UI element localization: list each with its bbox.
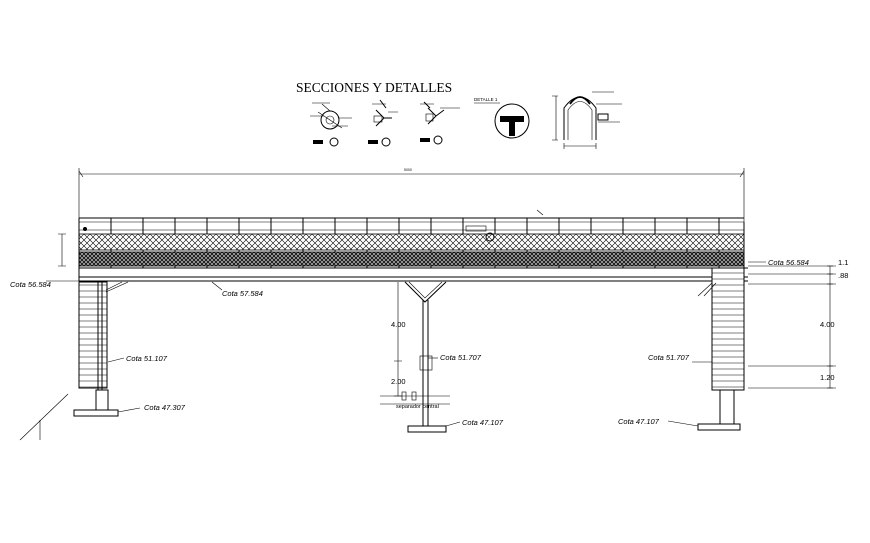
cota-mid-top: Cota 57.584 (222, 289, 263, 298)
detail-section-profile (552, 91, 622, 149)
detail-sketch-2 (368, 99, 398, 147)
center-support (380, 281, 450, 433)
right-pier (697, 267, 745, 431)
dim-right-3: 4.00 (820, 320, 835, 329)
dim-center-1: 4.00 (391, 320, 406, 329)
detail-sketch-3 (420, 101, 460, 145)
cota-left-bottom: Cota 47.307 (144, 403, 186, 412)
dim-right-4: 1.20 (820, 373, 835, 382)
cota-right-mid: Cota 51.707 (648, 353, 690, 362)
dim-right-1: 1.1 (838, 258, 848, 267)
right-dimension-chain: 1.1 .88 4.00 1.20 (748, 258, 848, 389)
cota-center-bottom: Cota 47.107 (462, 418, 504, 427)
detail-1-circle: DETALLE 1 (474, 97, 530, 139)
cota-right-bottom: Cota 47.107 (618, 417, 660, 426)
cota-left-top: Cota 56.584 (10, 280, 51, 289)
dim-right-2: .88 (838, 271, 848, 280)
cota-center-mid: Cota 51.707 (440, 353, 482, 362)
detail-sketch-1 (310, 102, 352, 147)
left-pier (19, 281, 129, 441)
elevation-labels: Cota 56.584 Cota 56.584 Cota 57.584 Cota… (10, 258, 809, 427)
overall-dimension-value: 5000 (404, 168, 412, 172)
drawing-title: SECCIONES Y DETALLES (296, 80, 452, 95)
cota-right-top: Cota 56.584 (768, 258, 809, 267)
overall-dimension: 5000 (78, 168, 745, 222)
detail-label: DETALLE 1 (474, 97, 498, 102)
dim-center-2: 2.00 (391, 377, 406, 386)
center-separator-label: separador central (396, 404, 439, 410)
cota-left-mid: Cota 51.107 (126, 354, 168, 363)
bridge-deck (58, 209, 748, 282)
